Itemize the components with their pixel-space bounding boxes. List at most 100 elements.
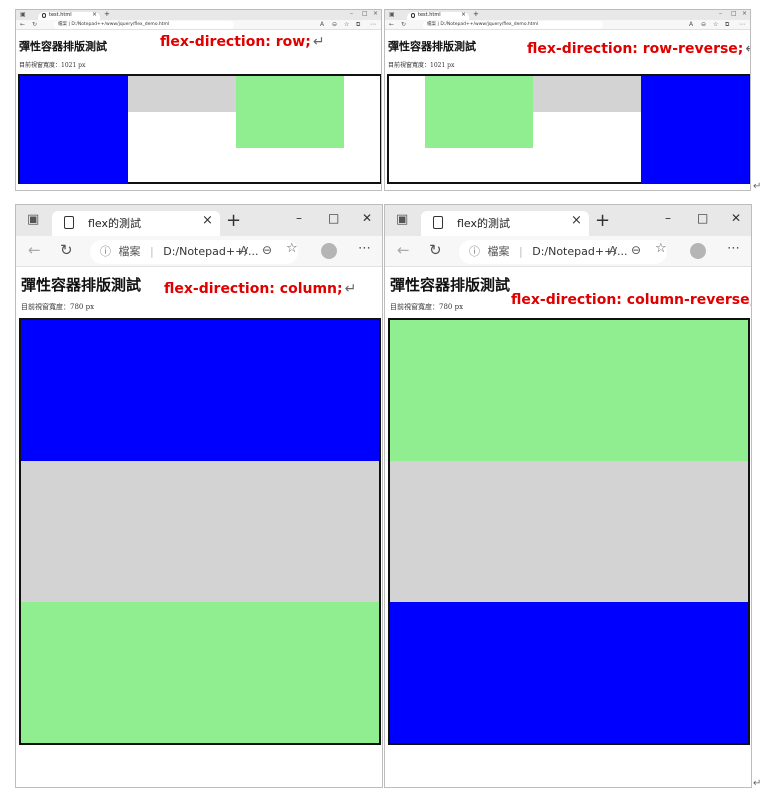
flex-direction-caption: flex-direction: row;↵ bbox=[160, 34, 325, 50]
zoom-icon[interactable]: ⊖ bbox=[262, 243, 273, 257]
tab-title: test.html bbox=[49, 12, 72, 18]
browser-tab[interactable]: test.html × bbox=[38, 11, 100, 20]
file-icon bbox=[42, 13, 46, 18]
page-title: 彈性容器排版測試 bbox=[21, 276, 142, 294]
zoom-icon[interactable]: ⊖ bbox=[631, 243, 642, 257]
refresh-icon[interactable]: ↻ bbox=[429, 241, 442, 259]
close-tab-icon[interactable]: × bbox=[571, 213, 582, 228]
close-tab-icon[interactable]: × bbox=[202, 213, 213, 228]
page-title: 彈性容器排版測試 bbox=[19, 40, 107, 53]
new-tab-icon[interactable]: + bbox=[226, 210, 242, 231]
minimize-icon[interactable]: – bbox=[296, 211, 302, 225]
back-icon[interactable]: ← bbox=[20, 21, 26, 28]
tab-actions-icon[interactable]: ▣ bbox=[20, 11, 26, 18]
flex-direction-caption: flex-direction: column;↵ bbox=[164, 281, 356, 297]
tab-actions-icon[interactable]: ▣ bbox=[389, 11, 395, 18]
paragraph-mark: ↵ bbox=[312, 34, 325, 50]
flex-item-3 bbox=[236, 76, 344, 148]
more-icon[interactable]: ⋯ bbox=[370, 21, 376, 28]
read-aloud-icon[interactable]: A bbox=[320, 21, 325, 28]
favorite-icon[interactable]: ☆ bbox=[713, 21, 719, 28]
address-label: 檔案 bbox=[118, 245, 141, 258]
browser-tab[interactable]: test.html × bbox=[407, 11, 469, 20]
maximize-icon[interactable]: □ bbox=[731, 10, 737, 17]
back-icon[interactable]: ← bbox=[397, 241, 410, 259]
close-window-icon[interactable]: ✕ bbox=[362, 211, 373, 225]
flex-item-1 bbox=[21, 320, 379, 461]
minimize-icon[interactable]: – bbox=[350, 10, 353, 17]
refresh-icon[interactable]: ↻ bbox=[60, 241, 73, 259]
flex-container bbox=[388, 318, 750, 745]
address-field[interactable]: ⓘ 檔案 | D:/Notepad++/... bbox=[459, 240, 667, 264]
browser-window-row: ▣ test.html × + – □ × ← ↻ 檔案 | D:/Notepa… bbox=[15, 9, 382, 191]
favorite-icon[interactable]: ☆ bbox=[286, 241, 298, 256]
maximize-icon[interactable]: □ bbox=[362, 10, 368, 17]
browser-tab[interactable]: flex的測試 × bbox=[52, 211, 220, 236]
new-tab-icon[interactable]: + bbox=[595, 210, 611, 231]
tab-title: flex的測試 bbox=[457, 217, 511, 230]
info-icon[interactable]: ⓘ bbox=[100, 245, 111, 258]
browser-window-column-reverse: ▣ flex的測試 × + – □ ✕ ← ↻ ⓘ 檔案 | D:/Notepa… bbox=[384, 204, 752, 788]
more-icon[interactable]: ⋯ bbox=[358, 241, 371, 256]
flex-item-1 bbox=[20, 76, 128, 184]
new-tab-icon[interactable]: + bbox=[473, 10, 479, 18]
address-bar: ← ↻ 檔案 | D:/Notepad++/www/jquery/flex_de… bbox=[16, 20, 381, 30]
viewport-width-text: 目前視窗寬度：780 px bbox=[21, 303, 95, 311]
back-icon[interactable]: ← bbox=[28, 241, 41, 259]
tab-bar: ▣ test.html × + – □ × bbox=[385, 10, 750, 20]
address-bar: ← ↻ ⓘ 檔案 | D:/Notepad++/... A ⊖ ☆ ⋯ bbox=[385, 236, 751, 267]
flex-item-1 bbox=[390, 602, 748, 743]
maximize-icon[interactable]: □ bbox=[697, 211, 709, 225]
refresh-icon[interactable]: ↻ bbox=[32, 21, 38, 28]
paragraph-mark: ↵ bbox=[344, 281, 357, 297]
close-window-icon[interactable]: × bbox=[373, 10, 379, 17]
tab-bar: ▣ test.html × + – □ × bbox=[16, 10, 381, 20]
tab-actions-icon[interactable]: ▣ bbox=[396, 212, 409, 227]
paragraph-mark: ↵ bbox=[753, 778, 762, 789]
read-aloud-icon[interactable]: A bbox=[609, 244, 617, 257]
profile-avatar-icon[interactable] bbox=[690, 243, 706, 259]
minimize-icon[interactable]: – bbox=[719, 10, 722, 17]
refresh-icon[interactable]: ↻ bbox=[401, 21, 407, 28]
address-field[interactable]: 檔案 | D:/Notepad++/www/jquery/flex_demo.h… bbox=[54, 21, 234, 29]
page-content: 彈性容器排版測試 目前視窗寬度：1021 px flex-direction: … bbox=[385, 30, 750, 190]
favorite-icon[interactable]: ☆ bbox=[655, 241, 667, 256]
read-aloud-icon[interactable]: A bbox=[240, 244, 248, 257]
info-icon[interactable]: ⓘ bbox=[469, 245, 480, 258]
address-field[interactable]: 檔案 | D:/Notepad++/www/jquery/flex_demo.h… bbox=[423, 21, 603, 29]
browser-tab[interactable]: flex的測試 × bbox=[421, 211, 589, 236]
address-field[interactable]: ⓘ 檔案 | D:/Notepad++/... bbox=[90, 240, 298, 264]
flex-item-3 bbox=[390, 320, 748, 461]
caption-text: flex-direction: column; bbox=[164, 281, 343, 297]
new-tab-icon[interactable]: + bbox=[104, 10, 110, 18]
tab-actions-icon[interactable]: ▣ bbox=[27, 212, 40, 227]
flex-item-3 bbox=[21, 602, 379, 743]
back-icon[interactable]: ← bbox=[389, 21, 395, 28]
favorite-icon[interactable]: ☆ bbox=[344, 21, 350, 28]
close-window-icon[interactable]: ✕ bbox=[731, 211, 742, 225]
browser-window-column: ▣ flex的測試 × + – □ ✕ ← ↻ ⓘ 檔案 | D:/Notepa… bbox=[15, 204, 383, 788]
zoom-icon[interactable]: ⊖ bbox=[332, 21, 338, 28]
zoom-icon[interactable]: ⊖ bbox=[701, 21, 707, 28]
flex-container bbox=[387, 74, 750, 184]
flex-container bbox=[19, 318, 381, 745]
close-tab-icon[interactable]: × bbox=[92, 11, 98, 18]
profile-avatar-icon[interactable] bbox=[321, 243, 337, 259]
address-separator: | bbox=[519, 245, 523, 258]
viewport-width-text: 目前視窗寬度：780 px bbox=[390, 303, 464, 311]
read-aloud-icon[interactable]: A bbox=[689, 21, 694, 28]
tab-title: test.html bbox=[418, 12, 441, 18]
more-icon[interactable]: ⋯ bbox=[727, 241, 740, 256]
minimize-icon[interactable]: – bbox=[665, 211, 671, 225]
more-icon[interactable]: ⋯ bbox=[739, 21, 745, 28]
collections-icon[interactable]: ⧉ bbox=[725, 21, 730, 28]
viewport-width-text: 目前視窗寬度：1021 px bbox=[388, 62, 455, 69]
caption-text: flex-direction: row; bbox=[160, 34, 311, 50]
file-icon bbox=[433, 216, 443, 229]
close-window-icon[interactable]: × bbox=[742, 10, 748, 17]
flex-direction-caption: flex-direction: column-reverse;↵ bbox=[511, 292, 751, 308]
maximize-icon[interactable]: □ bbox=[328, 211, 340, 225]
collections-icon[interactable]: ⧉ bbox=[356, 21, 361, 28]
flex-container bbox=[18, 74, 381, 184]
close-tab-icon[interactable]: × bbox=[461, 11, 467, 18]
